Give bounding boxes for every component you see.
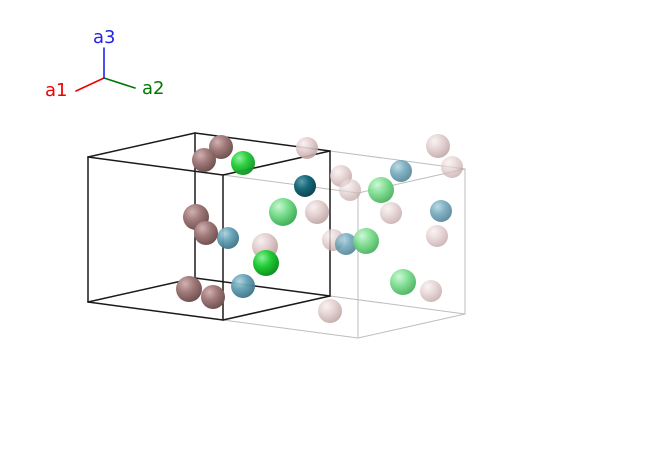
atom-pink bbox=[426, 225, 448, 247]
atom-green_light bbox=[368, 177, 394, 203]
atom-pink bbox=[380, 202, 402, 224]
atom-pink bbox=[318, 299, 342, 323]
atom-rosybrown bbox=[192, 148, 216, 172]
atom-blue_gray bbox=[217, 227, 239, 249]
axis-label-a1: a1 bbox=[45, 80, 68, 101]
unit-cell-edge bbox=[194, 277, 331, 297]
atom-pink bbox=[441, 156, 463, 178]
unit-cell-edge bbox=[87, 132, 196, 158]
atom-green_light bbox=[353, 228, 379, 254]
unit-cell-edge bbox=[87, 277, 196, 303]
axis-line-a1 bbox=[75, 77, 105, 92]
atom-green_light bbox=[269, 198, 297, 226]
atom-blue_gray bbox=[335, 233, 357, 255]
ghost-cell-edge bbox=[329, 295, 466, 315]
axis-line-a2 bbox=[103, 77, 136, 89]
unit-cell-edge bbox=[222, 295, 331, 321]
atom-green_bright bbox=[231, 151, 255, 175]
unit-cell-edge bbox=[87, 156, 224, 176]
atom-green_bright bbox=[253, 250, 279, 276]
axis-label-a2: a2 bbox=[142, 78, 165, 99]
atom-rosybrown bbox=[194, 221, 218, 245]
atom-pink bbox=[420, 280, 442, 302]
atom-blue_gray bbox=[390, 160, 412, 182]
atom-pink bbox=[296, 137, 318, 159]
atom-rosybrown bbox=[209, 135, 233, 159]
atom-pink bbox=[339, 179, 361, 201]
atom-pink bbox=[305, 200, 329, 224]
atom-blue_gray bbox=[231, 274, 255, 298]
ghost-cell-edge bbox=[222, 319, 359, 339]
atom-blue_gray bbox=[430, 200, 452, 222]
atom-teal_dark bbox=[294, 175, 316, 197]
ghost-cell-edge bbox=[357, 313, 466, 339]
ghost-cell-edge bbox=[222, 174, 359, 194]
atom-green_light bbox=[390, 269, 416, 295]
axis-label-a3: a3 bbox=[93, 27, 116, 48]
unit-cell-edge bbox=[87, 301, 224, 321]
atom-pink bbox=[426, 134, 450, 158]
atom-rosybrown bbox=[176, 276, 202, 302]
atom-rosybrown bbox=[201, 285, 225, 309]
